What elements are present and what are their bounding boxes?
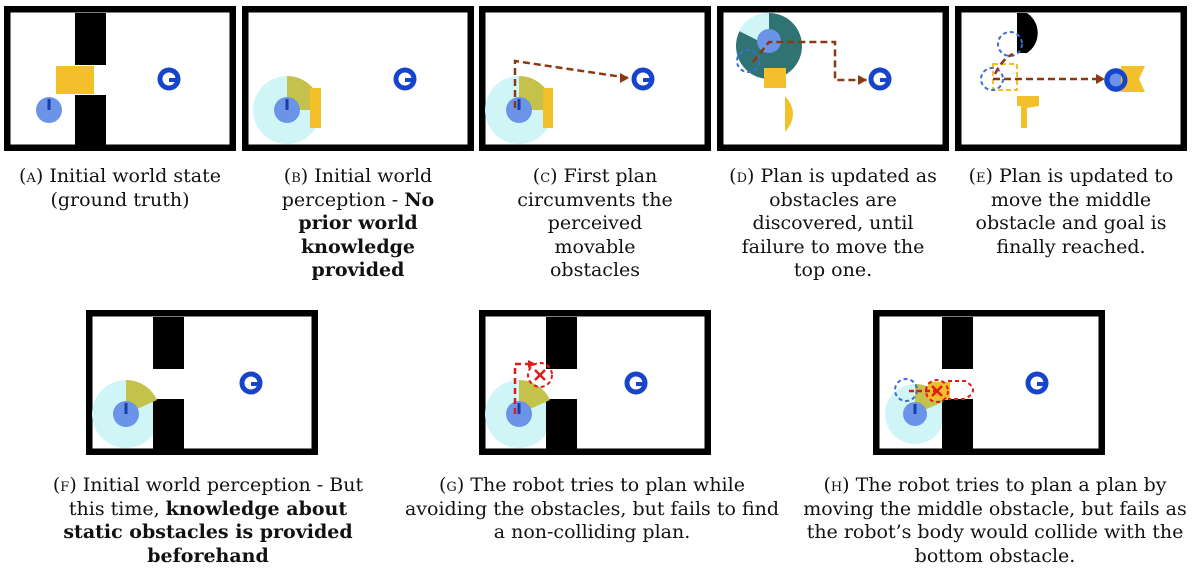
perceived-obstacle-part [310, 88, 321, 128]
goal-marker [631, 67, 655, 91]
robot [506, 401, 532, 427]
robot [36, 97, 62, 123]
panel-d-diagram [717, 6, 949, 151]
caption-e: (e) Plan is updated to move the middle o… [968, 165, 1174, 258]
plan-path [513, 59, 630, 108]
goal-marker [868, 67, 892, 91]
caption-g: (g) The robot tries to plan while avoidi… [404, 474, 780, 543]
middle-movable-obstacle [928, 382, 950, 400]
past-pose-marker-1 [997, 31, 1023, 57]
pushed-middle-obstacle [1121, 66, 1145, 92]
panel-c-diagram [479, 6, 711, 151]
top-static-wall [942, 317, 973, 369]
plan-arrowhead [1096, 74, 1105, 84]
goal-marker [1025, 371, 1049, 395]
caption-c: (c) First plan circumvents the perceived… [517, 165, 673, 281]
caption-a: (a) Initial world state (ground truth) [19, 165, 221, 211]
plan-path [752, 40, 867, 82]
goal-marker [157, 67, 181, 91]
middle-obstacle-original-position [992, 63, 1018, 91]
world-frame [4, 6, 236, 151]
bottom-static-wall [942, 399, 973, 449]
goal-marker [1104, 68, 1128, 92]
caption-h: (h) The robot tries to plan a plan by mo… [803, 474, 1187, 567]
top-static-wall [153, 317, 184, 369]
bottom-obstacle [1017, 96, 1039, 128]
top-static-wall [546, 317, 577, 369]
past-pose-marker [736, 49, 760, 73]
past-pose-marker-2 [980, 67, 1004, 91]
top-static-wall [75, 13, 106, 65]
middle-movable-obstacle [56, 66, 94, 94]
goal-marker [624, 371, 648, 395]
panel-h-diagram [873, 310, 1105, 455]
bottom-static-wall [75, 95, 106, 145]
plan-arrowhead [620, 73, 629, 83]
plan-arrowhead [858, 75, 867, 85]
collision-cross-icon [931, 385, 943, 397]
pushed-obstacle-outline [948, 380, 974, 400]
panel-b-diagram [242, 6, 474, 151]
collision-pose-marker [527, 362, 553, 388]
panel-e-diagram [955, 6, 1187, 151]
panel-f-diagram [86, 310, 318, 455]
collision-pose-marker [925, 379, 949, 403]
failed-plan-arrowhead [528, 360, 536, 368]
goal-marker [393, 67, 417, 91]
panel-a-diagram [4, 6, 236, 151]
bottom-static-wall-overlap [546, 399, 559, 447]
robot [113, 401, 139, 427]
robot [506, 97, 532, 123]
collision-cross-icon [534, 369, 546, 381]
caption-b: (b) Initial world perception - No prior … [281, 165, 435, 281]
caption-f: (f) Initial world perception - But this … [52, 474, 364, 567]
robot [903, 402, 927, 426]
perceived-obstacle-part [543, 88, 553, 128]
plan-path-upper [993, 52, 1014, 75]
bottom-obstacle-part [785, 96, 793, 132]
failed-plan-path [513, 362, 534, 414]
panel-g-diagram [479, 310, 711, 455]
caption-d: (d) Plan is updated as obstacles are dis… [729, 165, 937, 281]
bottom-static-wall-overlap [153, 399, 166, 447]
middle-obstacle-part [764, 68, 786, 88]
goal-marker [239, 371, 263, 395]
robot [274, 97, 300, 123]
